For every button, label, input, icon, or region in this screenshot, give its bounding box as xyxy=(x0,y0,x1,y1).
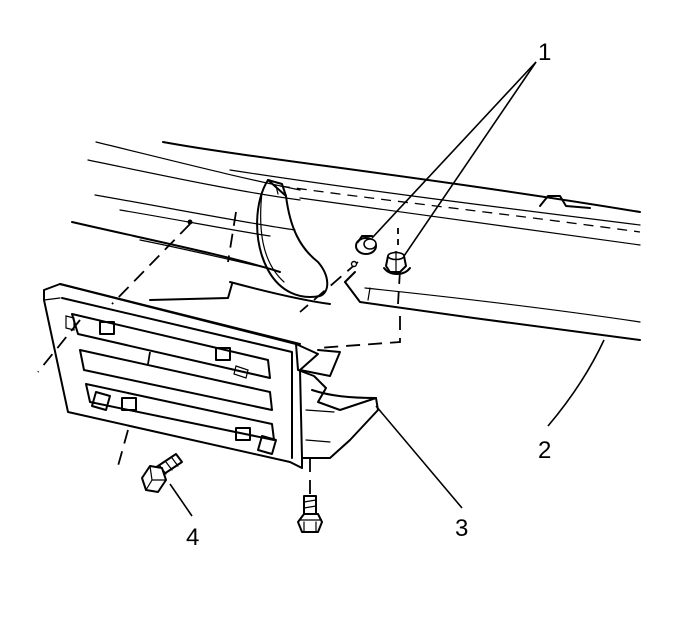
license-plate-bracket xyxy=(43,283,379,469)
bumper-impact-bar xyxy=(162,141,641,341)
hex-bolt xyxy=(141,453,183,493)
callout-1: 1 xyxy=(538,39,551,66)
callout-3: 3 xyxy=(455,515,468,542)
leader-lines xyxy=(169,61,605,517)
fascia-outline xyxy=(71,141,331,305)
callout-2: 2 xyxy=(538,437,551,464)
lower-screw xyxy=(297,495,323,533)
alignment-centerlines xyxy=(37,211,401,496)
callout-4: 4 xyxy=(186,524,199,551)
push-in-nut xyxy=(355,235,377,255)
bracket-flap xyxy=(256,179,329,298)
flange-nut xyxy=(383,228,411,275)
